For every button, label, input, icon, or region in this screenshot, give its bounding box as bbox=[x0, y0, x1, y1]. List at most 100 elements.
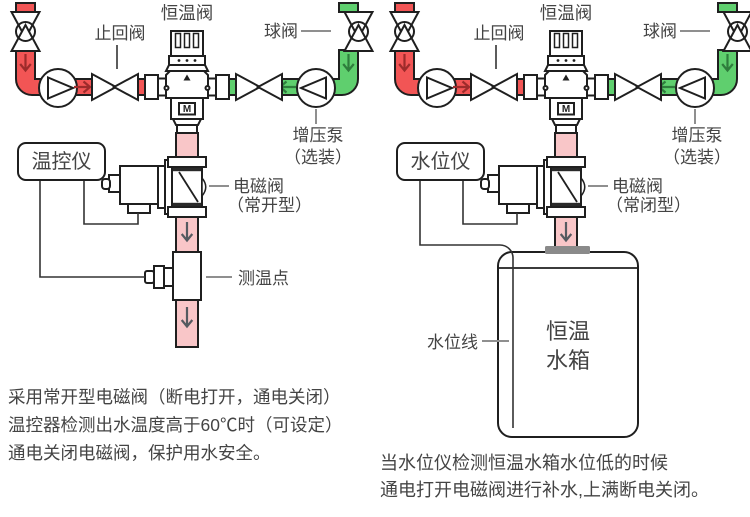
caption-line: 通电打开电磁阀进行补水,上满断电关闭。 bbox=[380, 480, 709, 500]
connector-cap bbox=[101, 178, 111, 190]
body-screw bbox=[204, 85, 211, 91]
solenoid-label: 电磁阀 bbox=[233, 177, 284, 196]
controller-label: 温控仪 bbox=[32, 150, 92, 173]
knob-slot bbox=[192, 32, 200, 49]
knob-slot bbox=[553, 32, 561, 49]
check-valve-hot bbox=[470, 72, 518, 102]
booster-pump-label: 增压泵 bbox=[672, 126, 723, 145]
gasket-bar bbox=[172, 167, 202, 172]
flow-arrow-right bbox=[453, 80, 471, 94]
water-tank bbox=[497, 251, 639, 438]
caption-line: 当水位仪检测恒温水箱水位低的时候 bbox=[380, 453, 668, 473]
band-dot bbox=[572, 59, 576, 62]
pump-cold bbox=[675, 68, 715, 108]
body-screw bbox=[542, 85, 549, 91]
outlet-pipe bbox=[175, 132, 199, 160]
check-valve-hot bbox=[91, 72, 139, 102]
pump-cold bbox=[296, 68, 336, 108]
flow-arrow-down bbox=[721, 54, 734, 73]
gasket-bar bbox=[172, 202, 202, 207]
cold-pipe-stub bbox=[717, 2, 738, 13]
gasket-bar bbox=[551, 202, 581, 207]
solenoid-plate bbox=[536, 165, 545, 209]
valve-diagonal bbox=[557, 171, 578, 203]
solenoid-plate bbox=[157, 165, 166, 209]
band-dot bbox=[177, 59, 181, 62]
valve-ball bbox=[15, 21, 36, 42]
hot-pipe-stub bbox=[394, 2, 415, 13]
temp-point-label: 测温点 bbox=[238, 269, 289, 288]
valve-neck bbox=[543, 64, 589, 72]
valve-triangle bbox=[255, 72, 283, 102]
tank-label: 恒温 bbox=[546, 319, 590, 344]
solenoid-plate bbox=[164, 159, 173, 215]
coil-terminal bbox=[506, 203, 530, 214]
booster-pump-label2: （选装） bbox=[284, 148, 352, 167]
hot-pipe-stub bbox=[15, 2, 36, 13]
controller-to-probe-wire bbox=[39, 181, 145, 278]
solenoid-valve bbox=[480, 156, 586, 218]
body-screw bbox=[583, 85, 590, 91]
water-level-sensor-wire bbox=[419, 181, 514, 428]
pump-triangle bbox=[47, 75, 76, 101]
booster-pump-label2: （选装） bbox=[663, 148, 731, 167]
pump-triangle bbox=[298, 75, 327, 101]
valve-flange-top bbox=[546, 156, 586, 168]
band-dot bbox=[185, 59, 189, 62]
pump-triangle bbox=[426, 75, 455, 101]
flow-arrow-right bbox=[74, 80, 92, 94]
check-valve-label: 止回阀 bbox=[95, 24, 146, 43]
valve-triangle bbox=[490, 72, 518, 102]
band-dot bbox=[193, 59, 197, 62]
flow-arrow-down bbox=[19, 54, 32, 73]
solenoid-label2: （常闭型） bbox=[606, 196, 691, 215]
thermo-valve-label: 恒温阀 bbox=[540, 3, 593, 23]
controller-to-coil-wire bbox=[462, 181, 518, 225]
valve-ball bbox=[348, 21, 369, 42]
outlet-pipe bbox=[554, 132, 578, 160]
valve-ball bbox=[394, 21, 415, 42]
valve-flange-bottom bbox=[546, 206, 586, 218]
valve-triangle bbox=[634, 72, 662, 102]
right-diagram: M 恒温 水箱 水位仪 bbox=[380, 2, 750, 500]
logo-box bbox=[178, 102, 196, 116]
outlet-adapter bbox=[555, 124, 577, 134]
tank-inlet-fitting bbox=[545, 246, 590, 254]
caption-line: 温控器检测出水温度高于60℃时（可设定） bbox=[8, 415, 342, 435]
valve-triangle bbox=[614, 72, 642, 102]
water-level-line-label: 水位线 bbox=[427, 333, 478, 352]
ball-valve-hot bbox=[388, 11, 421, 52]
union-nut-left bbox=[144, 74, 159, 100]
pump-hot bbox=[38, 68, 78, 108]
check-valve-label: 止回阀 bbox=[474, 24, 525, 43]
valve-triangle bbox=[111, 72, 139, 102]
logo-box bbox=[557, 102, 575, 116]
probe-nut bbox=[153, 265, 165, 289]
temp-probe bbox=[144, 265, 174, 289]
flow-arrow-down bbox=[342, 54, 355, 73]
connector-cap bbox=[480, 178, 490, 190]
controller-to-coil-wire bbox=[83, 181, 139, 225]
flow-arrow-down bbox=[180, 222, 194, 243]
ball-valve-label: 球阀 bbox=[264, 22, 298, 41]
flow-arrow-down bbox=[559, 222, 573, 243]
probe-plate bbox=[163, 267, 174, 287]
thermo-valve-label: 恒温阀 bbox=[161, 3, 214, 23]
valve-flange-bottom bbox=[167, 206, 207, 218]
logo-mark: M bbox=[183, 104, 191, 115]
booster-pump-label: 增压泵 bbox=[293, 126, 344, 145]
solenoid-label: 电磁阀 bbox=[612, 177, 663, 196]
cold-pipe-stub bbox=[338, 2, 359, 13]
controller-box bbox=[396, 142, 485, 181]
outlet-adapter bbox=[176, 124, 198, 134]
caption-line: 采用常开型电磁阀（断电打开，通电关闭） bbox=[8, 387, 341, 407]
union-nut-left bbox=[523, 74, 538, 100]
direction-mark bbox=[562, 74, 570, 81]
controller-label: 水位仪 bbox=[411, 150, 471, 173]
band-dot bbox=[556, 59, 560, 62]
left-diagram: M bbox=[8, 2, 375, 463]
logo-mark: M bbox=[562, 104, 570, 115]
knob-slot bbox=[571, 32, 579, 49]
